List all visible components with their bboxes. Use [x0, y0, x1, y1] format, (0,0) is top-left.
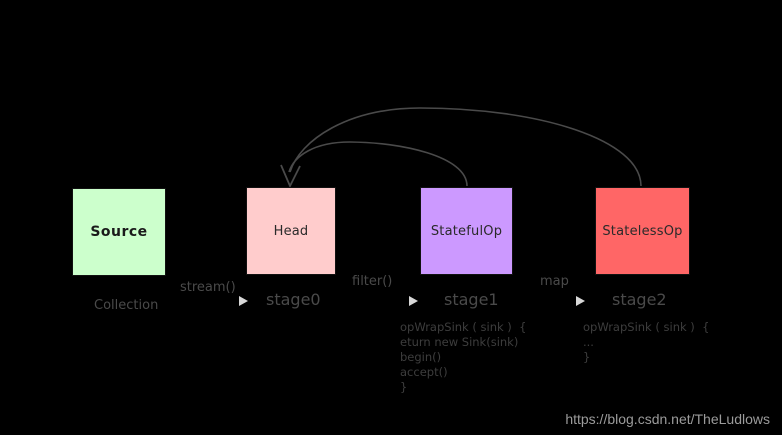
node-head[interactable]: Head: [246, 187, 336, 275]
label-collection: Collection: [94, 298, 159, 313]
label-stream: stream(): [180, 280, 236, 295]
label-filter: filter(): [352, 274, 393, 289]
flow-marker-triangle-icon: [409, 296, 418, 306]
flow-marker-triangle-icon: [576, 296, 585, 306]
node-statefulop-label: StatefulOp: [430, 223, 503, 239]
label-map: map: [540, 274, 569, 289]
arc-stateful-to-head: [288, 141, 468, 187]
code-block-stage1: opWrapSink ( sink ) { eturn new Sink(sin…: [400, 320, 527, 394]
flow-marker-triangle-icon: [239, 296, 248, 306]
node-statefulop[interactable]: StatefulOp: [420, 187, 513, 275]
label-stage2: stage2: [612, 290, 667, 309]
node-source-label: Source: [90, 224, 148, 240]
label-stage0: stage0: [266, 290, 321, 309]
node-statelessop-label: StatelessOp: [602, 223, 683, 239]
label-stage1: stage1: [444, 290, 499, 309]
watermark-url: https://blog.csdn.net/TheLudlows: [565, 411, 770, 427]
code-block-stage2: opWrapSink ( sink ) { ... }: [583, 320, 710, 364]
node-statelessop[interactable]: StatelessOp: [595, 187, 690, 275]
node-head-label: Head: [273, 223, 309, 239]
arc-stateless-to-head: [289, 107, 642, 187]
node-source[interactable]: Source: [72, 188, 166, 276]
arrowhead-into-head: [280, 164, 301, 189]
